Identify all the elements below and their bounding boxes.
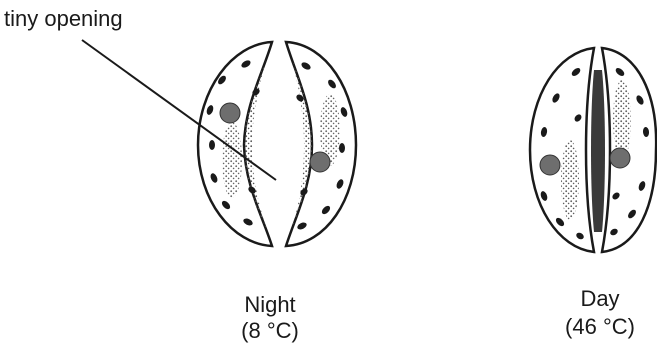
night-caption-line1: Night bbox=[220, 292, 320, 318]
nucleus-left bbox=[220, 103, 240, 123]
stoma-closed-day bbox=[530, 48, 656, 252]
night-caption-line2: (8 °C) bbox=[220, 318, 320, 344]
tiny-opening-label: tiny opening bbox=[4, 6, 123, 32]
nucleus-left bbox=[540, 155, 560, 175]
day-caption-line2: (46 °C) bbox=[550, 314, 650, 340]
nucleus-right bbox=[310, 152, 330, 172]
guard-cell-right bbox=[602, 48, 656, 252]
closed-pore bbox=[591, 70, 605, 232]
stoma-open-night bbox=[198, 42, 356, 246]
day-caption-line1: Day bbox=[550, 286, 650, 312]
nucleus-right bbox=[610, 148, 630, 168]
